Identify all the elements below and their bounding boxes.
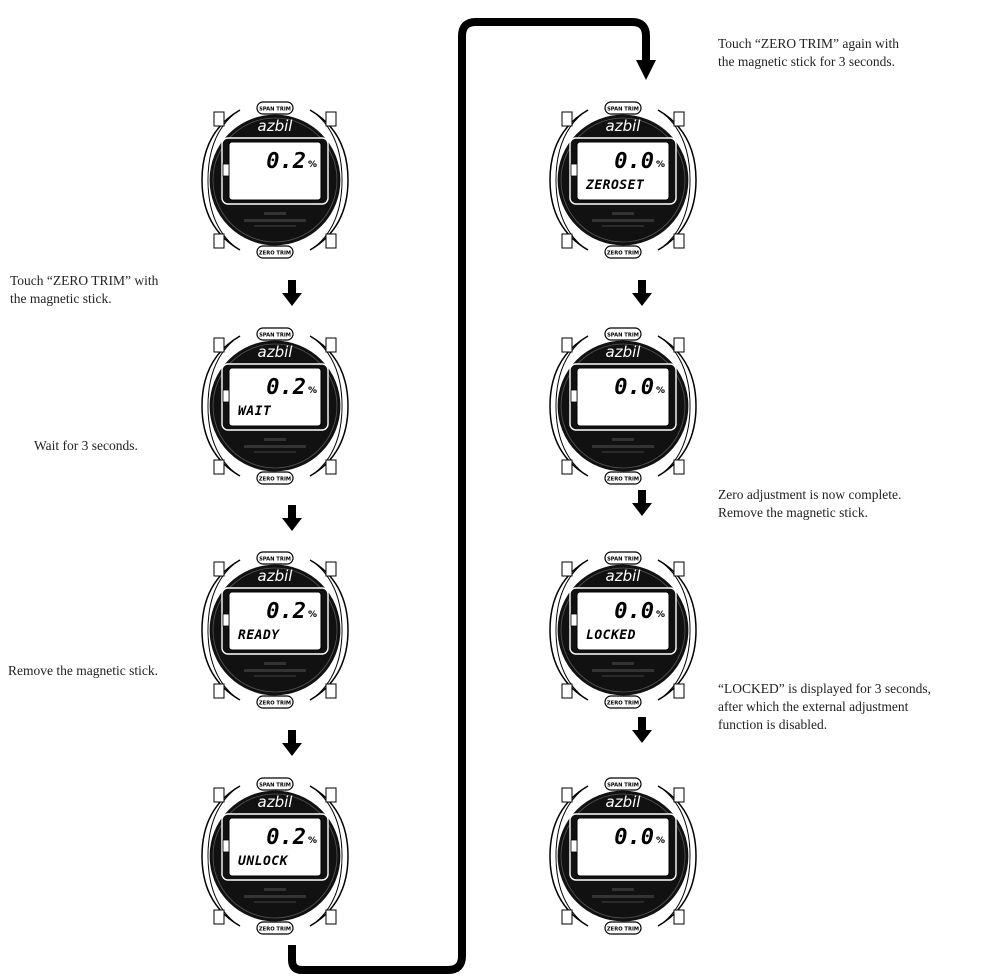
span-trim-button-label: SPAN TRIM [259, 107, 291, 113]
lcd-value: 0.2 [266, 149, 306, 174]
caption-touch-zero-trim: Touch “ZERO TRIM” with the magnetic stic… [10, 273, 159, 306]
transmitter-display: SPAN TRIM ZERO TRIM azbil 0.0 % [549, 777, 697, 935]
lcd-unit: % [656, 160, 665, 170]
zero-trim-button-label: ZERO TRIM [607, 701, 639, 707]
zero-trim-button-label: ZERO TRIM [607, 251, 639, 257]
caption-touch-again: Touch “ZERO TRIM” again with the magneti… [718, 36, 900, 69]
zero-trim-button-label: ZERO TRIM [259, 477, 291, 483]
lcd-value: 0.0 [614, 375, 654, 400]
down-arrow-icon [632, 490, 652, 516]
device-step-6-zeroed: SPAN TRIM ZERO TRIM azbil 0.0 % [548, 318, 698, 494]
brand-logo-text: azbil [258, 567, 294, 585]
lcd-message: UNLOCK [238, 854, 289, 869]
caption-locked: “LOCKED” is displayed for 3 seconds, aft… [718, 681, 931, 732]
lcd-unit: % [308, 610, 317, 620]
span-trim-button-label: SPAN TRIM [607, 107, 639, 113]
transmitter-display: SPAN TRIM ZERO TRIM azbil 0.2 % WAIT [201, 327, 349, 485]
lcd-message: READY [238, 628, 280, 643]
down-arrow-icon [632, 717, 652, 743]
lcd-message: LOCKED [586, 628, 636, 643]
zero-trim-button-label: ZERO TRIM [259, 927, 291, 933]
lcd-message: ZEROSET [585, 178, 645, 193]
device-step-4-unlock: SPAN TRIM ZERO TRIM azbil 0.2 % UNLOCK [200, 768, 350, 944]
device-step-3-ready: SPAN TRIM ZERO TRIM azbil 0.2 % READY [200, 542, 350, 718]
device-step-2-wait: SPAN TRIM ZERO TRIM azbil 0.2 % WAIT [200, 318, 350, 494]
lcd-value: 0.2 [266, 599, 306, 624]
span-trim-button-label: SPAN TRIM [259, 557, 291, 563]
lcd-unit: % [656, 386, 665, 396]
transmitter-display: SPAN TRIM ZERO TRIM azbil 0.0 % ZEROSET [549, 101, 697, 259]
lcd-value: 0.0 [614, 825, 654, 850]
device-step-5-zeroset: SPAN TRIM ZERO TRIM azbil 0.0 % ZEROSET [548, 92, 698, 268]
brand-logo-text: azbil [606, 343, 642, 361]
span-trim-button-label: SPAN TRIM [259, 333, 291, 339]
span-trim-button-label: SPAN TRIM [607, 557, 639, 563]
down-arrow-icon [282, 730, 302, 756]
zero-trim-button-label: ZERO TRIM [607, 477, 639, 483]
lcd-unit: % [656, 610, 665, 620]
lcd-message: WAIT [238, 404, 272, 419]
span-trim-button-label: SPAN TRIM [607, 333, 639, 339]
caption-wait: Wait for 3 seconds. [34, 438, 138, 453]
lcd-unit: % [656, 836, 665, 846]
transmitter-display: SPAN TRIM ZERO TRIM azbil 0.2 % UNLOCK [201, 777, 349, 935]
span-trim-button-label: SPAN TRIM [259, 783, 291, 789]
caption-remove-stick: Remove the magnetic stick. [8, 663, 158, 678]
lcd-unit: % [308, 386, 317, 396]
zero-trim-button-label: ZERO TRIM [607, 927, 639, 933]
transmitter-display: SPAN TRIM ZERO TRIM azbil 0.2 % READY [201, 551, 349, 709]
caption-complete: Zero adjustment is now complete. Remove … [718, 487, 902, 520]
zero-trim-button-label: ZERO TRIM [259, 701, 291, 707]
transmitter-display: SPAN TRIM ZERO TRIM azbil 0.2 % [201, 101, 349, 259]
down-arrow-icon [282, 280, 302, 306]
span-trim-button-label: SPAN TRIM [607, 783, 639, 789]
lcd-value: 0.0 [614, 599, 654, 624]
device-step-8-final: SPAN TRIM ZERO TRIM azbil 0.0 % [548, 768, 698, 944]
device-step-7-locked: SPAN TRIM ZERO TRIM azbil 0.0 % LOCKED [548, 542, 698, 718]
zero-trim-button-label: ZERO TRIM [259, 251, 291, 257]
brand-logo-text: azbil [258, 117, 294, 135]
brand-logo-text: azbil [258, 343, 294, 361]
lcd-value: 0.0 [614, 149, 654, 174]
brand-logo-text: azbil [606, 793, 642, 811]
transmitter-display: SPAN TRIM ZERO TRIM azbil 0.0 % LOCKED [549, 551, 697, 709]
brand-logo-text: azbil [606, 567, 642, 585]
down-arrow-icon [282, 505, 302, 531]
device-step-1-initial: SPAN TRIM ZERO TRIM azbil 0.2 % [200, 92, 350, 268]
brand-logo-text: azbil [258, 793, 294, 811]
lcd-value: 0.2 [266, 825, 306, 850]
lcd-unit: % [308, 836, 317, 846]
transmitter-display: SPAN TRIM ZERO TRIM azbil 0.0 % [549, 327, 697, 485]
down-arrow-icon [632, 280, 652, 306]
lcd-unit: % [308, 160, 317, 170]
brand-logo-text: azbil [606, 117, 642, 135]
lcd-value: 0.2 [266, 375, 306, 400]
